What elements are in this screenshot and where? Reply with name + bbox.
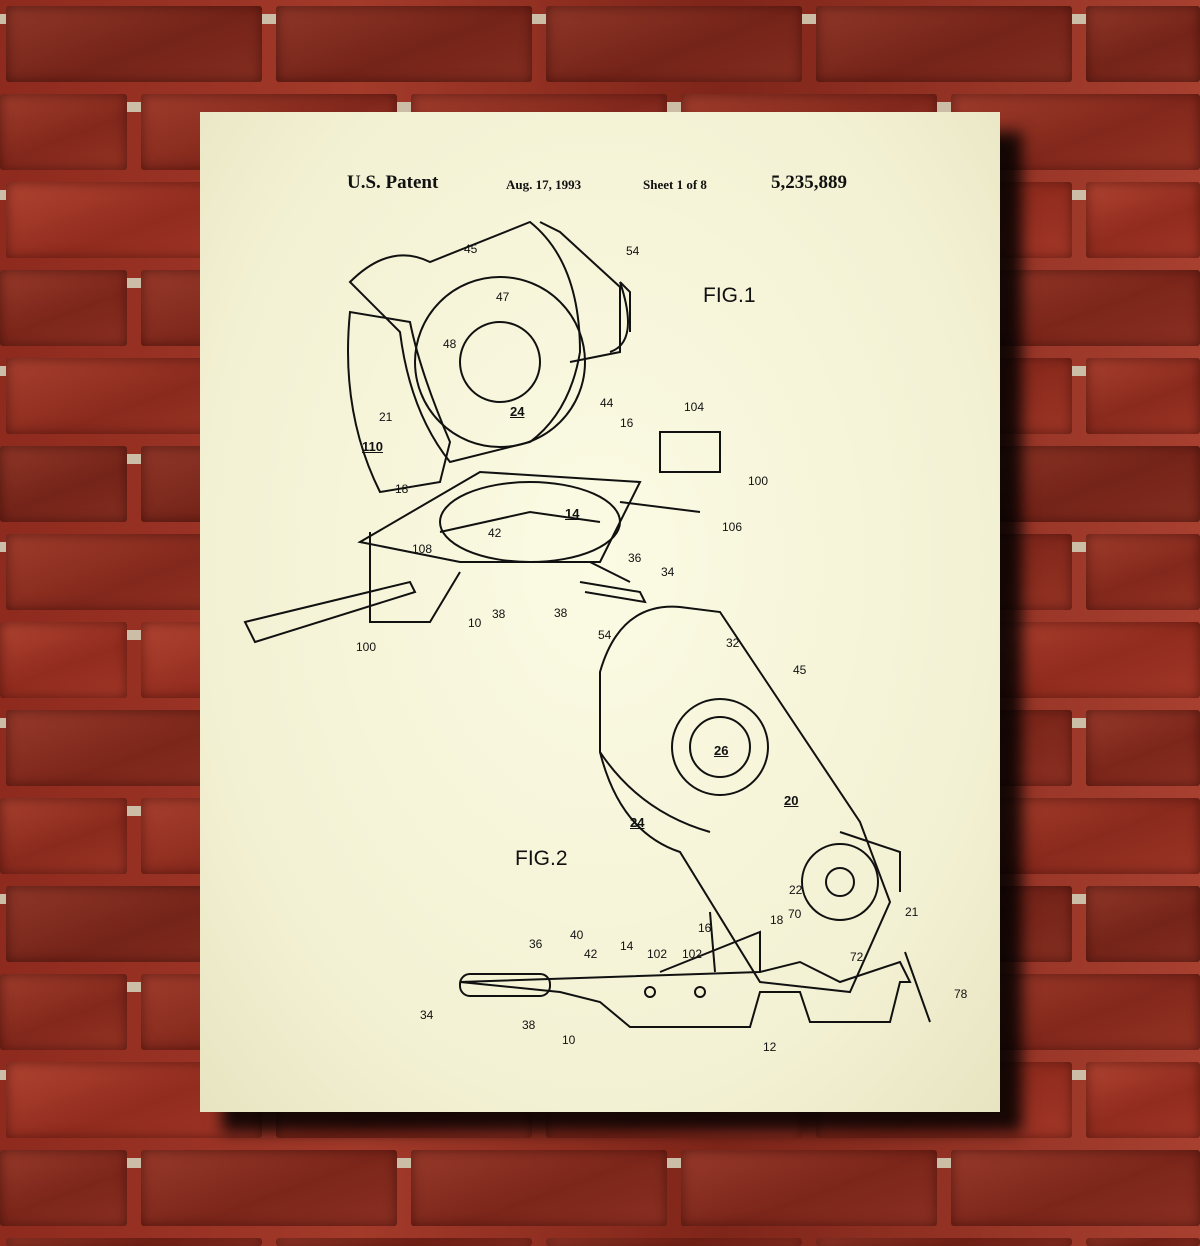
- ref-label: 108: [412, 542, 433, 556]
- ref-label: 24: [510, 404, 525, 419]
- ref-label: 100: [356, 640, 377, 654]
- ref-label: 34: [661, 565, 675, 579]
- ref-label: 100: [748, 474, 769, 488]
- brick: [1086, 6, 1200, 82]
- ref-label: 40: [570, 928, 584, 942]
- ref-label: 48: [443, 337, 457, 351]
- brick: [1086, 182, 1200, 258]
- ref-label: 44: [600, 396, 614, 410]
- patent-drawing: [243, 220, 931, 1028]
- brick: [0, 798, 127, 874]
- brick: [1086, 358, 1200, 434]
- ref-label: 38: [492, 607, 506, 621]
- ref-label: 106: [722, 520, 743, 534]
- ref-label: 14: [565, 506, 580, 521]
- brick: [1086, 886, 1200, 962]
- patent-label: U.S. Patent: [347, 172, 439, 193]
- ref-label: 10: [562, 1033, 576, 1047]
- ref-label: 102: [647, 947, 668, 961]
- ref-label: 20: [784, 793, 799, 808]
- ref-label: 70: [788, 907, 802, 921]
- brick: [546, 6, 802, 82]
- ref-label: 22: [789, 883, 803, 897]
- ref-label: 38: [522, 1018, 536, 1032]
- brick: [6, 1238, 262, 1246]
- brick: [0, 622, 127, 698]
- brick: [0, 270, 127, 346]
- fig2-title: FIG.2: [515, 847, 568, 870]
- ref-label: 21: [905, 905, 919, 919]
- ref-label: 110: [362, 439, 383, 454]
- ref-label: 26: [714, 743, 729, 758]
- brick: [1086, 534, 1200, 610]
- patent-poster: U.S. Patent Aug. 17, 1993 Sheet 1 of 8 5…: [200, 112, 1000, 1112]
- ref-label: 18: [770, 913, 784, 927]
- brick: [951, 1150, 1200, 1226]
- ref-label: 47: [496, 290, 510, 304]
- ref-label: 45: [464, 242, 478, 256]
- brick: [276, 6, 532, 82]
- ref-label: 72: [850, 950, 864, 964]
- brick: [0, 974, 127, 1050]
- ref-label: 42: [488, 526, 502, 540]
- ref-label: 21: [379, 410, 393, 424]
- ref-label: 10: [468, 616, 482, 630]
- ref-label: 24: [630, 815, 645, 830]
- sheet-number: Sheet 1 of 8: [643, 177, 707, 192]
- brick: [6, 6, 262, 82]
- brick: [816, 1238, 1072, 1246]
- ref-label: 54: [598, 628, 612, 642]
- fig1-drawing: [243, 220, 721, 644]
- ref-label: 36: [529, 937, 543, 951]
- ref-label: 12: [763, 1040, 777, 1054]
- ref-label: 34: [420, 1008, 434, 1022]
- brick: [276, 1238, 532, 1246]
- ref-label: 45: [793, 663, 807, 677]
- ref-label: 78: [954, 987, 968, 1001]
- brick: [411, 1150, 667, 1226]
- ref-label: 36: [628, 551, 642, 565]
- ref-label: 14: [620, 939, 634, 953]
- brick: [0, 1150, 127, 1226]
- ref-label: 102: [682, 947, 703, 961]
- brick: [1086, 1062, 1200, 1138]
- brick: [1086, 710, 1200, 786]
- ref-label: 38: [554, 606, 568, 620]
- patent-number: 5,235,889: [771, 172, 847, 193]
- brick: [816, 6, 1072, 82]
- fig1-title: FIG.1: [703, 284, 756, 307]
- ref-label: 104: [684, 400, 705, 414]
- fig2-drawing: [459, 605, 931, 1028]
- ref-label: 16: [620, 416, 634, 430]
- ref-label: 18: [395, 482, 409, 496]
- ref-label: 42: [584, 947, 598, 961]
- brick: [0, 446, 127, 522]
- ref-label: 16: [698, 921, 712, 935]
- ref-label: 54: [626, 244, 640, 258]
- brick: [546, 1238, 802, 1246]
- brick: [1086, 1238, 1200, 1246]
- brick: [0, 94, 127, 170]
- brick: [681, 1150, 937, 1226]
- brick: [141, 1150, 397, 1226]
- patent-date: Aug. 17, 1993: [506, 177, 582, 192]
- ref-label: 32: [726, 636, 740, 650]
